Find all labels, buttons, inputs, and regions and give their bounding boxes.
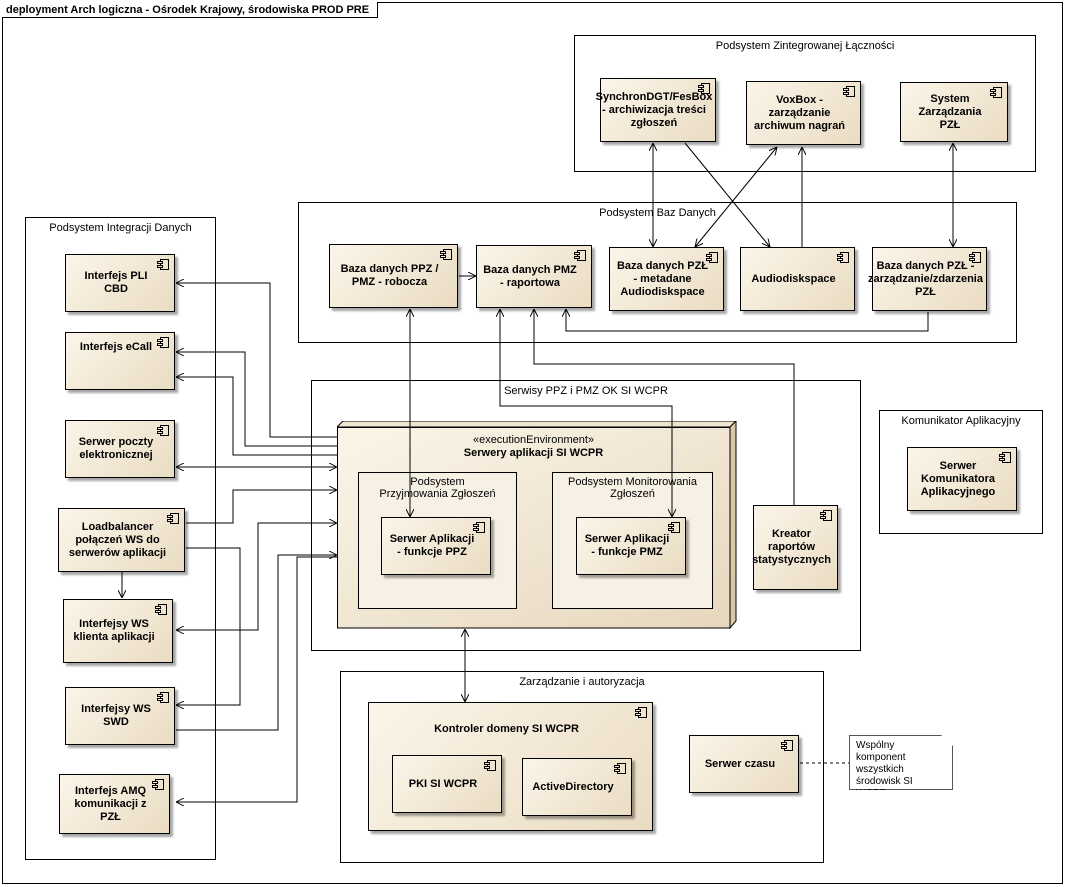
component-icon	[157, 337, 169, 348]
component-serwer-aplikacji-ppz[interactable]: Serwer Aplikacji - funkcje PPZ	[381, 517, 491, 575]
component-icon	[440, 249, 452, 260]
component-icon	[152, 779, 164, 790]
component-serwer-aplikacji-pmz[interactable]: Serwer Aplikacji - funkcje PMZ	[576, 517, 686, 575]
component-baza-pzl-metadane[interactable]: Baza danych PZŁ - metadane Audiodiskspac…	[609, 247, 724, 311]
component-pli-cbd-label: Interfejs PLI CBD	[84, 270, 148, 295]
component-icon	[473, 522, 485, 533]
component-poczta-label: Serwer poczty elektronicznej	[78, 436, 154, 461]
component-interfejs-ecall[interactable]: Interfejs eCall	[65, 332, 175, 390]
component-icon	[820, 510, 832, 521]
component-ws-swd-label: Interfejsy WS SWD	[81, 703, 151, 728]
component-icon	[706, 252, 718, 263]
component-ws-klienta-label: Interfejsy WS klienta aplikacji	[73, 618, 155, 643]
component-baza-pzl-zarz-label: Baza danych PZŁ - zarządzanie/zdarzenia …	[868, 259, 983, 298]
conn-amq	[176, 556, 337, 802]
component-loadbalancer[interactable]: Loadbalancer połączeń WS do serwerów apl…	[58, 508, 185, 572]
component-icon	[614, 763, 626, 774]
component-icon	[843, 86, 855, 97]
package-integracja-title: Podsystem Integracji Danych	[49, 222, 192, 234]
component-icon	[167, 513, 179, 524]
component-icon	[969, 252, 981, 263]
component-icon	[698, 83, 710, 94]
component-baza-pmz[interactable]: Baza danych PMZ - raportowa	[476, 245, 592, 308]
component-voxbox[interactable]: VoxBox - zarządzanie archiwum nagrań	[746, 81, 861, 145]
component-icon	[155, 604, 167, 615]
component-baza-pmz-label: Baza danych PMZ - raportowa	[483, 263, 577, 289]
conn-loadbalancer-1	[186, 490, 337, 524]
component-pki[interactable]: PKI SI WCPR	[392, 755, 502, 813]
component-app-pmz-label: Serwer Aplikacji - funkcje PMZ	[584, 533, 670, 558]
component-voxbox-label: VoxBox - zarządzanie archiwum nagrań	[753, 93, 846, 132]
conn-pzl-zarz-pmz	[566, 309, 929, 332]
conn-voxbox-meta	[695, 147, 777, 247]
component-icon	[837, 252, 849, 263]
component-baza-ppz[interactable]: Baza danych PPZ / PMZ - robocza	[329, 244, 458, 308]
conn-ws-swd	[176, 555, 337, 731]
component-icon	[781, 740, 793, 751]
component-ad-label: ActiveDirectory	[532, 780, 614, 793]
component-icon	[484, 760, 496, 771]
component-serwer-czasu[interactable]: Serwer czasu	[689, 735, 799, 793]
component-baza-ppz-label: Baza danych PPZ / PMZ - robocza	[340, 263, 439, 288]
diagram-title: deployment Arch logiczna - Ośrodek Krajo…	[2, 2, 379, 18]
component-czas-label: Serwer czasu	[704, 757, 776, 770]
note-text: Wspólny komponent wszystkich środowisk S…	[856, 740, 913, 799]
component-synchron[interactable]: SynchronDGT/FesBox - archiwizacja treści…	[596, 78, 716, 142]
conn-pli-cbd	[176, 283, 337, 438]
note-wspolny-komponent: Wspólny komponent wszystkich środowisk S…	[849, 735, 953, 790]
component-icon	[157, 259, 169, 270]
conn-pmz-app-pmz	[500, 309, 672, 517]
component-icon	[635, 707, 647, 718]
component-kreator-label: Kreator raportów statystycznych	[752, 528, 831, 566]
conn-ws-klienta	[176, 523, 337, 630]
component-baza-pzl-meta-label: Baza danych PZŁ - metadane Audiodiskspac…	[616, 259, 709, 298]
component-ecall-label: Interfejs eCall	[79, 341, 153, 353]
component-icon	[668, 522, 680, 533]
component-interfejsy-ws-klienta[interactable]: Interfejsy WS klienta aplikacji	[63, 599, 173, 663]
component-audiodiskspace[interactable]: Audiodiskspace	[740, 247, 855, 311]
component-kontroler-label: Kontroler domeny SI WCPR	[434, 723, 579, 735]
component-serwer-poczty[interactable]: Serwer poczty elektronicznej	[65, 420, 175, 478]
package-komunikator-title: Komunikator Aplikacyjny	[901, 415, 1021, 427]
component-amq-label: Interfejs AMQ komunikacji z PZŁ	[74, 784, 147, 823]
component-icon	[990, 87, 1002, 98]
component-synchron-label: SynchronDGT/FesBox - archiwizacja treści…	[595, 90, 713, 129]
component-icon	[157, 692, 169, 703]
component-loadbalancer-label: Loadbalancer połączeń WS do serwerów apl…	[68, 520, 167, 559]
component-komunikator-label: Serwer Komunikatora Aplikacyjnego	[920, 459, 996, 498]
component-interfejsy-ws-swd[interactable]: Interfejsy WS SWD	[65, 687, 175, 745]
component-icon	[574, 250, 586, 261]
component-active-directory[interactable]: ActiveDirectory	[522, 758, 632, 816]
component-system-pzl[interactable]: System Zarządzania PZŁ	[900, 82, 1008, 142]
component-interfejs-amq[interactable]: Interfejs AMQ komunikacji z PZŁ	[59, 774, 170, 834]
component-interfejs-pli-cbd[interactable]: Interfejs PLI CBD	[65, 254, 175, 312]
component-icon	[999, 452, 1011, 463]
conn-loadbalancer-2	[176, 547, 241, 705]
component-audiodisk-label: Audiodiskspace	[751, 272, 836, 285]
component-baza-pzl-zarzadzanie[interactable]: Baza danych PZŁ - zarządzanie/zdarzenia …	[868, 247, 987, 311]
conn-synchron-audio	[684, 142, 770, 247]
conn-ecall-out	[176, 377, 337, 456]
component-pki-label: PKI SI WCPR	[408, 777, 478, 790]
package-baza-title: Podsystem Baz Danych	[599, 207, 716, 219]
component-system-pzl-label: System Zarządzania PZŁ	[918, 92, 982, 131]
conn-kreator-pmz	[534, 309, 795, 505]
component-app-ppz-label: Serwer Aplikacji - funkcje PPZ	[389, 533, 475, 558]
conn-ecall-in	[176, 352, 337, 447]
component-icon	[157, 425, 169, 436]
package-zarzadzanie-title: Zarządzanie i autoryzacja	[519, 676, 645, 688]
package-lacznosc-title: Podsystem Zintegrowanej Łączności	[715, 40, 895, 52]
component-kreator-raportow[interactable]: Kreator raportów statystycznych	[752, 505, 838, 590]
component-serwer-komunikatora[interactable]: Serwer Komunikatora Aplikacyjnego	[907, 447, 1017, 511]
